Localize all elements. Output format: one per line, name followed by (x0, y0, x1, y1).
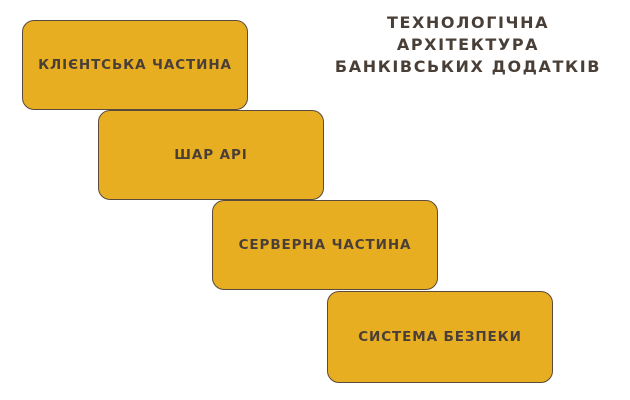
api-layer-label: ШАР API (174, 147, 248, 163)
api-layer-box: ШАР API (98, 110, 324, 200)
title-line-1: ТЕХНОЛОГІЧНА (386, 13, 550, 32)
title-line-3: БАНКІВСЬКИХ ДОДАТКІВ (334, 57, 602, 76)
client-side-label: КЛІЄНТСЬКА ЧАСТИНА (38, 57, 232, 73)
server-side-box: СЕРВЕРНА ЧАСТИНА (212, 200, 438, 290)
security-system-label: СИСТЕМА БЕЗПЕКИ (358, 329, 522, 345)
client-side-box: КЛІЄНТСЬКА ЧАСТИНА (22, 20, 248, 110)
diagram-title: ТЕХНОЛОГІЧНА АРХІТЕКТУРА БАНКІВСЬКИХ ДОД… (318, 12, 618, 78)
security-system-box: СИСТЕМА БЕЗПЕКИ (327, 291, 553, 383)
title-line-2: АРХІТЕКТУРА (396, 35, 540, 54)
server-side-label: СЕРВЕРНА ЧАСТИНА (238, 237, 412, 253)
